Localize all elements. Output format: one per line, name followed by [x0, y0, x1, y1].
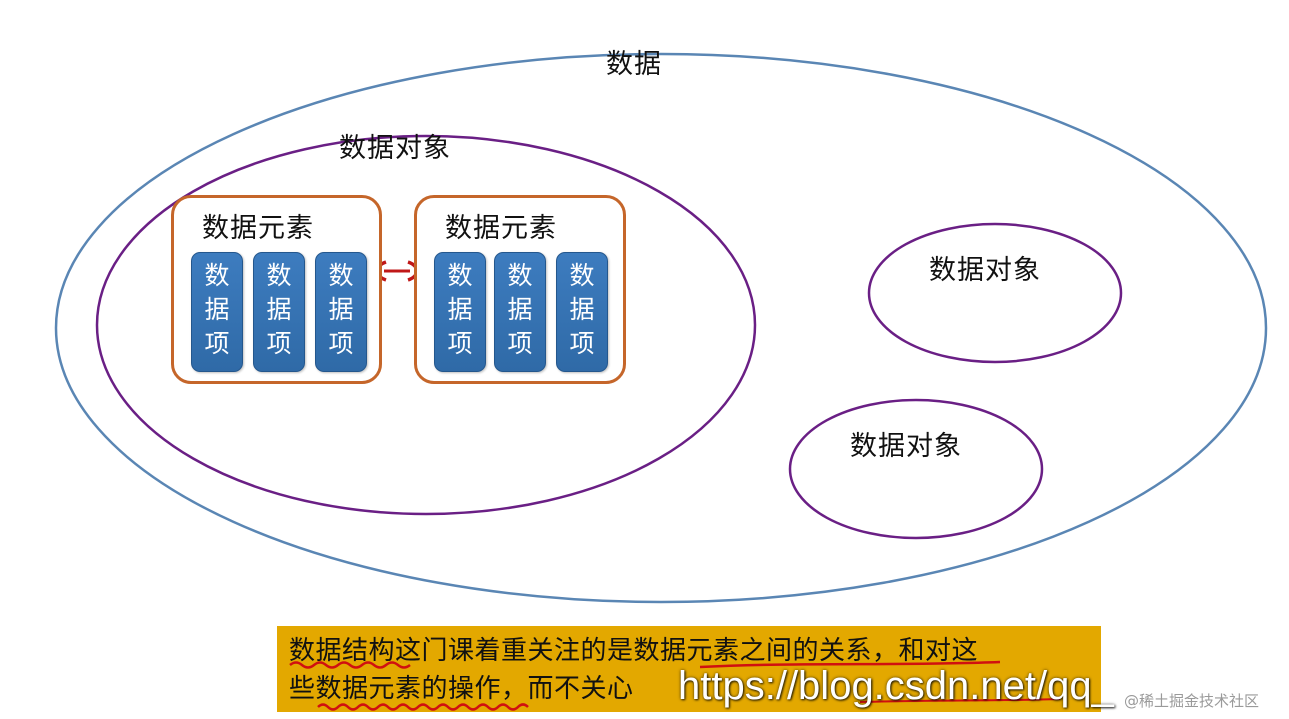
data-item-char: 数 [447, 261, 473, 290]
data-item: 数 据 项 [315, 252, 367, 372]
caption-box: 数据结构这门课着重关注的是数据元素之间的关系，和对这 些数据元素的操作，而不关心 [277, 626, 1101, 712]
data-object-ellipse-right [867, 222, 1123, 364]
data-item-char: 据 [447, 295, 473, 324]
data-item-char: 据 [507, 295, 533, 324]
data-item-char: 据 [328, 295, 354, 324]
data-object-label-right: 数据对象 [929, 255, 1041, 286]
data-object-ellipse-main [95, 134, 757, 516]
data-item-char: 项 [447, 329, 473, 358]
data-item-char: 项 [266, 329, 292, 358]
data-object-label-main: 数据对象 [339, 133, 451, 164]
data-item: 数 据 项 [253, 252, 305, 372]
data-item-char: 项 [204, 329, 230, 358]
data-item: 数 据 项 [556, 252, 608, 372]
data-item-char: 项 [569, 329, 595, 358]
url-watermark: https://blog.csdn.net/qq_ [678, 664, 1114, 708]
caption-line-2: 些数据元素的操作，而不关心 [289, 674, 634, 704]
brand-watermark: @稀土掘金技术社区 [1124, 692, 1260, 710]
data-item-char: 项 [328, 329, 354, 358]
relation-arrow [375, 260, 419, 282]
data-label: 数据 [606, 49, 662, 80]
data-object-ellipse-bottom [788, 398, 1044, 540]
data-ellipse [54, 52, 1268, 604]
data-item-char: 数 [328, 261, 354, 290]
data-object-label-bottom: 数据对象 [850, 431, 962, 462]
data-item-char: 项 [507, 329, 533, 358]
data-item: 数 据 项 [494, 252, 546, 372]
data-item-char: 数 [204, 261, 230, 290]
data-element-box-left: 数据元素 数 据 项 数 据 项 数 据 项 [171, 195, 382, 384]
data-element-label: 数据元素 [202, 213, 314, 244]
data-element-box-right: 数据元素 数 据 项 数 据 项 数 据 项 [414, 195, 626, 384]
data-item-char: 据 [266, 295, 292, 324]
data-element-label: 数据元素 [445, 213, 557, 244]
data-item-char: 数 [266, 261, 292, 290]
data-item-char: 据 [204, 295, 230, 324]
data-item-char: 数 [507, 261, 533, 290]
data-item-char: 据 [569, 295, 595, 324]
data-item-char: 数 [569, 261, 595, 290]
data-item: 数 据 项 [191, 252, 243, 372]
data-item: 数 据 项 [434, 252, 486, 372]
